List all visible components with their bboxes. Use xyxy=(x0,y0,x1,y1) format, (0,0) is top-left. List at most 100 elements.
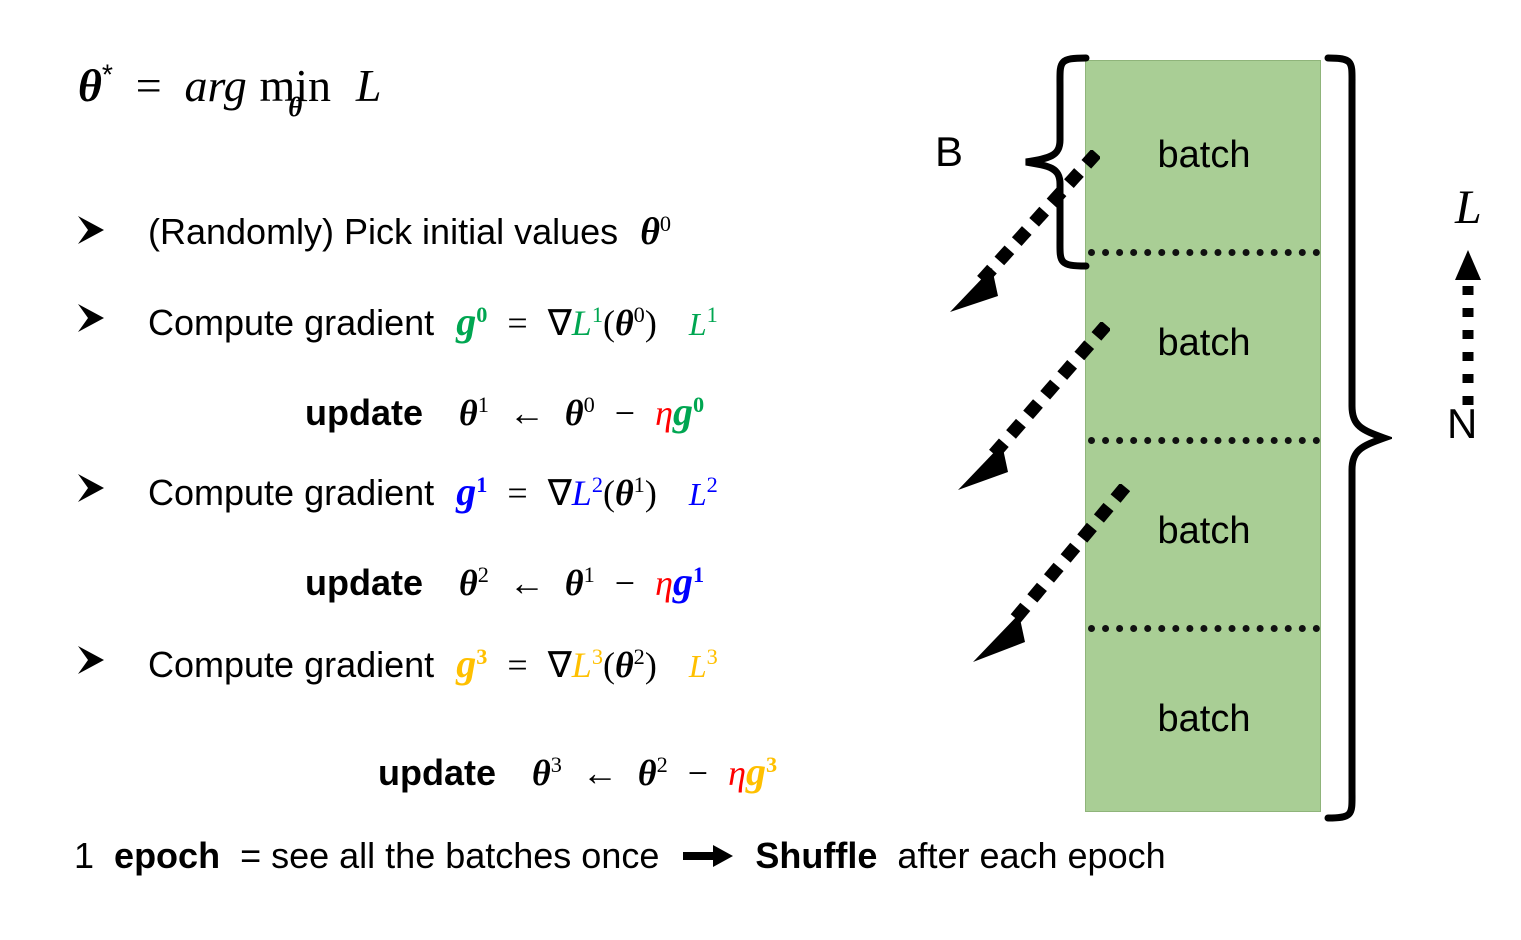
shuffle-description: after each epoch xyxy=(897,835,1166,876)
bullet-3-g: g xyxy=(456,469,477,514)
update-3-g-superscript: 3 xyxy=(765,752,778,777)
bullet-4-tail-L-superscript: 3 xyxy=(706,644,718,669)
update-3-theta-old-superscript: 2 xyxy=(656,752,668,777)
update-3-assign-arrow: ← xyxy=(581,753,618,793)
update-3-label: update xyxy=(378,752,497,793)
bullet-4-L-superscript: 3 xyxy=(591,644,603,669)
dataset-size-brace xyxy=(1324,54,1392,822)
nabla-icon: ∇ xyxy=(547,473,572,513)
right-arrow-icon xyxy=(683,845,734,867)
batch-cell-3: batch xyxy=(1157,509,1251,552)
bullet-4-g: g xyxy=(456,641,477,686)
bullet-4-L: L xyxy=(571,645,592,685)
bullet-4-equals: = xyxy=(507,645,528,685)
batch-divider-2 xyxy=(1088,437,1320,444)
bullet-4-theta-superscript: 2 xyxy=(633,644,645,669)
arg-keyword: arg xyxy=(184,60,247,111)
update-2-theta-old: θ xyxy=(564,563,584,603)
update-1-minus: − xyxy=(614,393,636,433)
update-1-theta-new: θ xyxy=(459,393,478,433)
bullet-2-theta: θ xyxy=(614,303,634,343)
update-1-theta-old: θ xyxy=(564,393,584,433)
bullet-3-tail-L-superscript: 2 xyxy=(706,472,718,497)
batch-to-loss-arrow-3 xyxy=(973,484,1130,662)
bullet-2-g-superscript: 0 xyxy=(476,302,488,327)
update-1-label: update xyxy=(305,392,424,433)
bullet-2-text: Compute gradient xyxy=(148,302,435,343)
bullet-4-tail-L: L xyxy=(688,648,707,684)
update-2-eta: η xyxy=(655,563,673,603)
theta-star-superscript: * xyxy=(101,59,113,92)
arrowhead-bullet-icon xyxy=(78,216,104,244)
nabla-icon: ∇ xyxy=(547,303,572,343)
loss-direction-arrow-icon xyxy=(1455,250,1481,408)
bullet-3-theta: θ xyxy=(614,473,634,513)
bullet-3-tail-L: L xyxy=(688,476,707,512)
nabla-icon: ∇ xyxy=(547,645,572,685)
bullet-3-open-paren: ( xyxy=(602,473,615,513)
batch-size-brace xyxy=(1025,54,1090,270)
update-2-minus: − xyxy=(614,563,636,603)
batch-cell-1: batch xyxy=(1157,133,1251,176)
bullet-2-tail-L: L xyxy=(688,306,707,342)
update-2-g-superscript: 1 xyxy=(692,562,705,587)
dataset-size-label: N xyxy=(1447,400,1478,447)
epoch-definition-line: 1 epoch = see all the batches once Shuff… xyxy=(74,835,1166,877)
bullet-2-equals: = xyxy=(507,303,528,343)
bullet-2-L-superscript: 1 xyxy=(591,302,603,327)
update-line-1: update θ1 ← θ0 − ηg0 xyxy=(305,388,704,435)
bullet-1-theta: θ xyxy=(640,211,660,253)
bullet-4-close-paren: ) xyxy=(644,645,657,685)
loss-axis-label: L xyxy=(1455,181,1482,234)
update-1-assign-arrow: ← xyxy=(508,393,545,433)
bullet-2-open-paren: ( xyxy=(602,303,615,343)
arrowhead-bullet-icon xyxy=(78,646,104,674)
arrowhead-bullet-icon xyxy=(78,304,104,332)
equals-sign: = xyxy=(135,60,162,111)
epoch-keyword: epoch xyxy=(114,835,221,876)
batch-to-loss-arrow-2 xyxy=(958,322,1110,490)
update-2-theta-new: θ xyxy=(459,563,478,603)
min-subscript-theta: θ xyxy=(288,92,303,122)
update-1-eta: η xyxy=(655,393,673,433)
batch-cell-2: batch xyxy=(1157,321,1251,364)
update-line-2: update θ2 ← θ1 − ηg1 xyxy=(305,558,704,605)
bullet-3-theta-superscript: 1 xyxy=(633,472,645,497)
epoch-description: = see all the batches once xyxy=(240,835,660,876)
bullet-1-theta-superscript: 0 xyxy=(659,211,672,236)
dataset-column: batch batch batch batch xyxy=(1085,60,1321,812)
update-1-g: g xyxy=(672,389,693,434)
bullet-3-L-superscript: 2 xyxy=(591,472,603,497)
update-2-label: update xyxy=(305,562,424,603)
bullet-3-L: L xyxy=(571,473,592,513)
shuffle-keyword: Shuffle xyxy=(755,835,878,876)
update-2-assign-arrow: ← xyxy=(508,563,545,603)
update-2-theta-new-superscript: 2 xyxy=(477,562,489,587)
bullet-2-close-paren: ) xyxy=(644,303,657,343)
update-3-theta-new: θ xyxy=(532,753,551,793)
bullet-4-text: Compute gradient xyxy=(148,644,435,685)
bullet-3-close-paren: ) xyxy=(644,473,657,513)
bullet-3-g-superscript: 1 xyxy=(476,472,488,497)
arrowhead-bullet-icon xyxy=(78,474,104,502)
theta-star-symbol: θ xyxy=(78,60,102,111)
bullet-4-theta: θ xyxy=(614,645,634,685)
batch-divider-1 xyxy=(1088,249,1320,256)
update-3-theta-new-superscript: 3 xyxy=(550,752,562,777)
bullet-2-tail-L-superscript: 1 xyxy=(706,302,718,327)
bullet-4-open-paren: ( xyxy=(602,645,615,685)
batch-to-loss-arrow-1 xyxy=(950,150,1100,312)
update-1-g-superscript: 0 xyxy=(692,392,705,417)
objective-formula: θ* = arg arg min min θ L xyxy=(78,58,381,122)
update-3-g: g xyxy=(745,749,766,794)
bullet-2-g: g xyxy=(456,299,477,344)
min-operator: arg min min θ xyxy=(259,60,332,122)
update-1-theta-new-superscript: 1 xyxy=(477,392,489,417)
bullet-4-g-superscript: 3 xyxy=(476,644,488,669)
batch-divider-3 xyxy=(1088,625,1320,632)
update-2-g: g xyxy=(672,559,693,604)
batch-size-label: B xyxy=(935,128,964,175)
update-3-eta: η xyxy=(728,753,746,793)
bullet-2-theta-superscript: 0 xyxy=(633,302,645,327)
